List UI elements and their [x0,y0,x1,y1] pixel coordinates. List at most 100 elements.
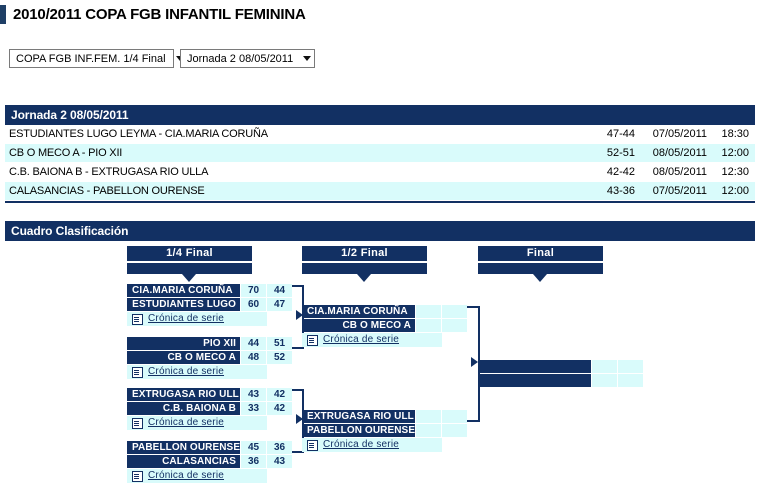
chevron-down-icon [175,56,184,61]
team-name: CB O MECO A [127,351,240,364]
team-score-leg1: 36 [240,455,266,468]
bracket-team-row[interactable]: PIO XII 44 51 [127,337,292,350]
team-score-leg2 [441,319,467,332]
bracket-team-row[interactable] [478,374,643,387]
team-name [478,374,591,387]
cronica-link-row[interactable]: Crónica de serie [302,438,442,452]
team-score-leg1: 70 [240,284,266,297]
result-score: 52-51 [606,146,635,159]
team-score-leg1: 33 [240,402,266,415]
cronica-link-row[interactable]: Crónica de serie [302,333,442,347]
round-header-final: Final [478,246,603,261]
team-name: PABELLON OURENSE [127,441,240,454]
filter-bar: COPA FGB INF.FEM. 1/4 Final Jornada 2 08… [9,49,315,68]
results-panel: Jornada 2 08/05/2011 ESTUDIANTES LUGO LE… [5,105,755,203]
team-score-leg1: 48 [240,351,266,364]
team-score-leg1 [415,424,441,437]
team-name: CIA.MARIA CORUÑA [127,284,240,297]
table-row[interactable]: ESTUDIANTES LUGO LEYMA - CIA.MARIA CORUÑ… [5,125,755,144]
bracket-match-final [478,360,643,388]
team-name: PIO XII [127,337,240,350]
result-time: 18:30 [721,127,749,140]
bracket-team-row[interactable]: PABELLON OURENSE [302,424,467,437]
team-score-leg2: 43 [266,455,292,468]
team-name: ESTUDIANTES LUGO [127,298,240,311]
team-score-leg2: 51 [266,337,292,350]
cronica-link[interactable]: Crónica de serie [148,417,225,428]
team-score-leg1: 45 [240,441,266,454]
cronica-link-row[interactable]: Crónica de serie [127,416,267,430]
team-score-leg2 [441,410,467,423]
matchday-select-value: Jornada 2 08/05/2011 [187,52,294,65]
round-arrow-quarterfinal [182,274,196,282]
result-date: 08/05/2011 [652,165,707,178]
result-date: 07/05/2011 [652,127,707,140]
document-icon [132,313,143,325]
bracket-arrow-sf2 [296,414,303,424]
bracket-team-row[interactable]: CIA.MARIA CORUÑA [302,305,467,318]
result-time: 12:00 [721,184,749,197]
round-arrow-final [533,274,547,282]
round-header-bar-final [478,263,603,274]
cronica-link-row[interactable]: Crónica de serie [127,365,267,379]
round-header-bar-quarterfinal [127,263,252,274]
team-score-leg1: 60 [240,298,266,311]
bracket-match-qf1: CIA.MARIA CORUÑA 70 44 ESTUDIANTES LUGO … [127,284,292,326]
table-row[interactable]: CALASANCIAS - PABELLON OURENSE 43-36 07/… [5,182,755,201]
competition-select[interactable]: COPA FGB INF.FEM. 1/4 Final [9,49,184,68]
cronica-link[interactable]: Crónica de serie [323,334,400,345]
table-row[interactable]: CB O MECO A - PIO XII 52-51 08/05/2011 1… [5,144,755,163]
competition-select-value: COPA FGB INF.FEM. 1/4 Final [16,52,166,65]
bracket-team-row[interactable]: ESTUDIANTES LUGO 60 47 [127,298,292,311]
cronica-link[interactable]: Crónica de serie [323,439,400,450]
bracket-team-row[interactable] [478,360,643,373]
team-name: CALASANCIAS [127,455,240,468]
bracket-match-sf1: CIA.MARIA CORUÑA CB O MECO A Crónica de … [302,305,467,347]
round-header-quarterfinal: 1/4 Final [127,246,252,261]
cronica-link-row[interactable]: Crónica de serie [127,312,267,326]
result-score: 47-44 [606,127,635,140]
table-row[interactable]: C.B. BAIONA B - EXTRUGASA RIO ULLA 42-42… [5,163,755,182]
bracket-team-row[interactable]: CALASANCIAS 36 43 [127,455,292,468]
result-date: 07/05/2011 [652,184,707,197]
team-name: EXTRUGASA RIO ULL [127,388,240,401]
bracket-arrow-sf1 [296,310,303,320]
bracket-team-row[interactable]: EXTRUGASA RIO ULL 43 42 [127,388,292,401]
chevron-down-icon [303,56,312,61]
result-time: 12:00 [721,146,749,159]
team-score-leg2: 42 [266,402,292,415]
matchday-select[interactable]: Jornada 2 08/05/2011 [180,49,315,68]
page-header: 2010/2011 COPA FGB INFANTIL FEMININA [0,3,306,25]
team-score-leg1 [415,319,441,332]
team-name: EXTRUGASA RIO ULL [302,410,415,423]
bracket-team-row[interactable]: CIA.MARIA CORUÑA 70 44 [127,284,292,297]
bracket-team-row[interactable]: CB O MECO A 48 52 [127,351,292,364]
cronica-link[interactable]: Crónica de serie [148,470,225,481]
cronica-link-row[interactable]: Crónica de serie [127,469,267,483]
cronica-link[interactable]: Crónica de serie [148,366,225,377]
bracket-match-qf2: PIO XII 44 51 CB O MECO A 48 52 Crónica … [127,337,292,379]
bracket-team-row[interactable]: EXTRUGASA RIO ULL [302,410,467,423]
team-score-leg2 [441,305,467,318]
bracket-team-row[interactable]: C.B. BAIONA B 33 42 [127,402,292,415]
result-match: C.B. BAIONA B - EXTRUGASA RIO ULLA [9,165,209,178]
team-score-leg1: 43 [240,388,266,401]
result-match: CALASANCIAS - PABELLON OURENSE [9,184,205,197]
team-score-leg2 [617,360,643,373]
result-date: 08/05/2011 [652,146,707,159]
bracket-panel-header: Cuadro Clasificación [5,221,755,241]
team-score-leg2: 42 [266,388,292,401]
bracket-team-row[interactable]: CB O MECO A [302,319,467,332]
bracket-panel-heading: Cuadro Clasificación [5,221,755,241]
bracket-arrow-final [471,357,478,367]
bracket-match-qf3: EXTRUGASA RIO ULL 43 42 C.B. BAIONA B 33… [127,388,292,430]
team-name: PABELLON OURENSE [302,424,415,437]
team-score-leg1 [591,374,617,387]
cronica-link[interactable]: Crónica de serie [148,313,225,324]
results-panel-footer-rule [5,201,755,203]
team-score-leg2 [617,374,643,387]
team-name: CB O MECO A [302,319,415,332]
team-name: CIA.MARIA CORUÑA [302,305,415,318]
round-arrow-semifinal [357,274,371,282]
bracket-team-row[interactable]: PABELLON OURENSE 45 36 [127,441,292,454]
